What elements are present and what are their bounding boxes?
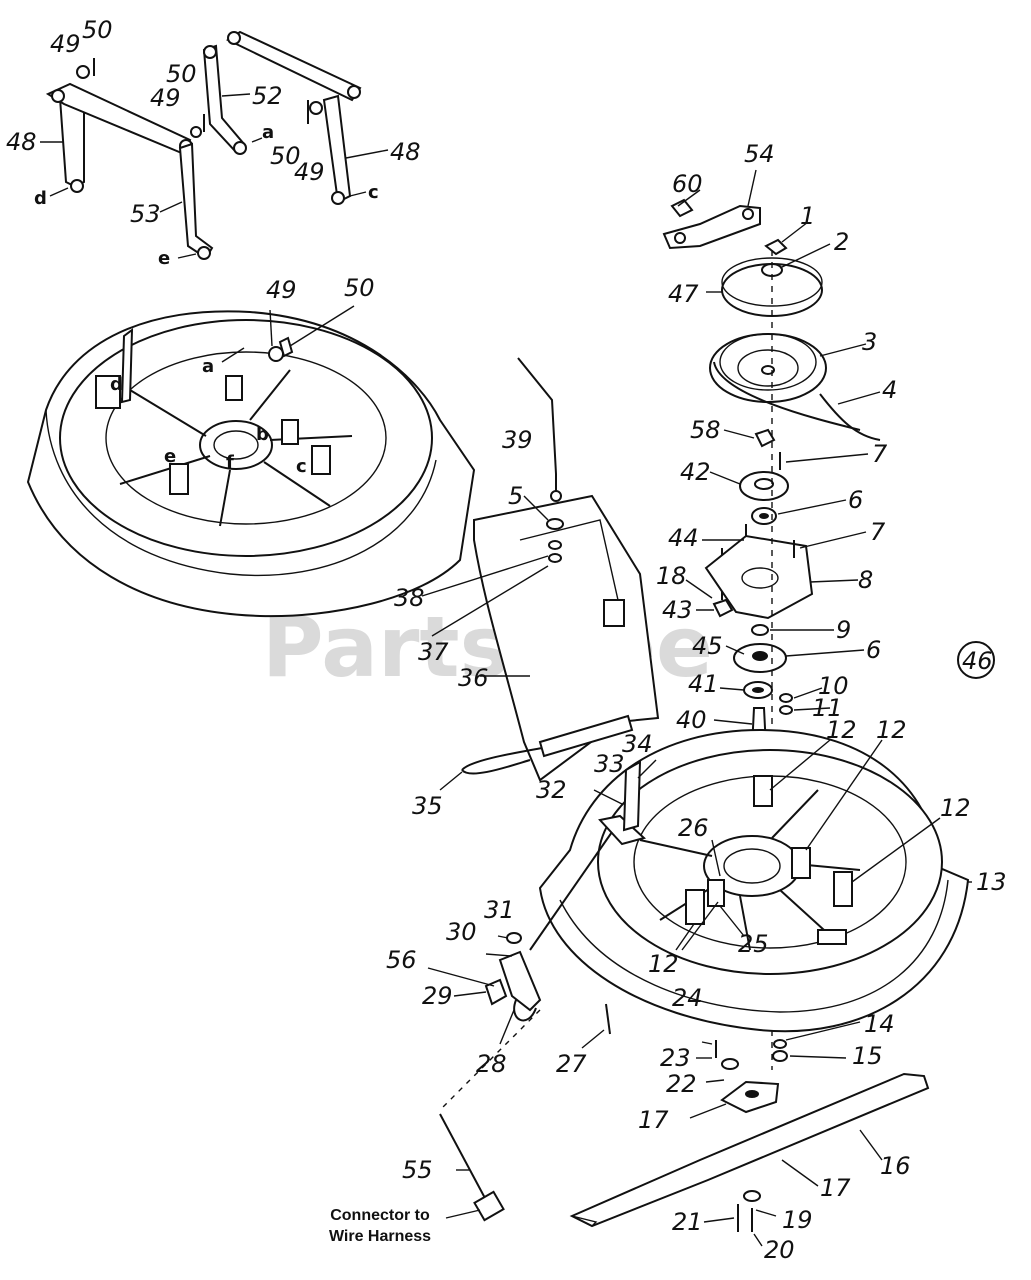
blade-assembly [569,1021,930,1247]
callout-8: 8 [858,566,873,594]
callout-22: 22 [666,1070,697,1098]
upper-deck-view [26,305,476,618]
callout-9: 9 [836,616,851,644]
callout-43: 43 [662,596,693,624]
callout-12: 12 [940,794,971,822]
callout-19: 19 [782,1206,813,1234]
callout-23: 23 [660,1044,691,1072]
callout-50: 50 [270,142,301,170]
callout-6: 6 [848,486,863,514]
connector-note-line-1: Connector to [330,1207,430,1224]
callout-54: 54 [744,140,775,168]
callout-15: 15 [852,1042,883,1070]
callout-12: 12 [648,950,679,978]
callout-58: 58 [690,416,721,444]
callout-7: 7 [870,518,886,546]
callout-49: 49 [150,84,181,112]
callout-2: 2 [834,228,849,256]
connector-note: Connector to Wire Harness [300,1205,460,1247]
callout-50: 50 [82,16,113,44]
callout-17: 17 [820,1174,851,1202]
diagram-number: 46 [962,647,993,675]
callout-47: 47 [668,280,699,308]
marker-c: c [296,456,307,477]
connector-note-line-2: Wire Harness [328,1228,432,1245]
callout-28: 28 [476,1050,507,1078]
callout-50: 50 [344,274,375,302]
marker-e: e [164,446,176,467]
marker-a: a [262,122,274,143]
callout-48: 48 [390,138,421,166]
callout-4: 4 [882,376,897,404]
marker-c: c [368,182,379,203]
callout-53: 53 [130,200,161,228]
callout-36: 36 [458,664,489,692]
callout-42: 42 [680,458,711,486]
callout-48: 48 [6,128,37,156]
callout-33: 33 [594,750,625,778]
callout-20: 20 [764,1236,795,1264]
callout-60: 60 [672,170,703,198]
baffle-assembly [421,357,660,791]
callout-39: 39 [502,426,533,454]
callout-12: 12 [826,716,857,744]
callout-1: 1 [800,202,815,230]
callout-21: 21 [672,1208,703,1236]
callout-55: 55 [402,1156,433,1184]
callout-24: 24 [672,984,703,1012]
callout-35: 35 [412,792,443,820]
callout-26: 26 [678,814,709,842]
callout-56: 56 [386,946,417,974]
callout-31: 31 [484,896,515,924]
marker-a: a [202,356,214,377]
callout-10: 10 [818,672,849,700]
letter-markers: a c d e a b c d e f [34,122,379,477]
callout-40: 40 [676,706,707,734]
callout-32: 32 [536,776,567,804]
callout-16: 16 [880,1152,911,1180]
callout-6: 6 [866,636,881,664]
callout-7: 7 [872,440,888,468]
callout-50: 50 [166,60,197,88]
callout-41: 41 [688,670,719,698]
marker-d: d [110,374,123,395]
callout-3: 3 [862,328,877,356]
callout-38: 38 [394,584,425,612]
marker-e: e [158,248,170,269]
callout-18: 18 [656,562,687,590]
callout-25: 25 [738,930,769,958]
main-deck-view [538,728,972,1033]
callout-11: 11 [812,694,843,722]
callout-5: 5 [508,482,523,510]
marker-b: b [256,424,269,445]
marker-d: d [34,188,47,209]
safety-switch-assembly [427,831,613,1222]
callout-49: 49 [294,158,325,186]
callout-49: 49 [50,30,81,58]
callout-13: 13 [976,868,1007,896]
diagram-number-badge: 46 [957,641,995,679]
callout-14: 14 [864,1010,895,1038]
callout-12: 12 [876,716,907,744]
callout-17: 17 [638,1106,669,1134]
callout-30: 30 [446,918,477,946]
callout-37: 37 [418,638,449,666]
lift-linkage-assembly [40,30,389,260]
callout-44: 44 [668,524,699,552]
callout-52: 52 [252,82,283,110]
spindle-assembly [662,169,881,1070]
callout-49: 49 [266,276,297,304]
callout-27: 27 [556,1050,587,1078]
marker-f: f [226,452,234,473]
callout-45: 45 [692,632,723,660]
callout-34: 34 [622,730,653,758]
callout-labels: 49 50 48 50 49 52 50 49 48 53 49 50 39 5… [6,16,1007,1264]
callout-29: 29 [422,982,453,1010]
